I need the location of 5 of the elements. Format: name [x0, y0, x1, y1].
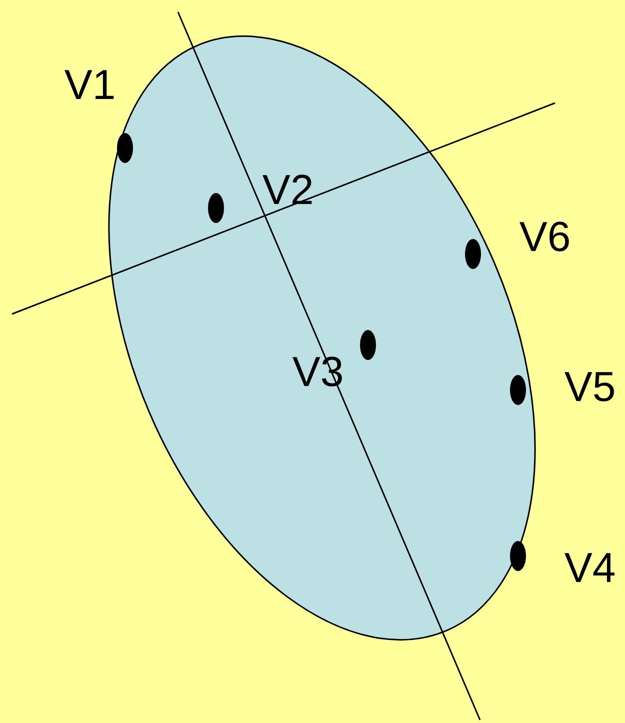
- point-label: V4: [564, 547, 616, 589]
- point-label: V6: [519, 216, 571, 258]
- point-label: V1: [64, 64, 116, 106]
- point-label: V2: [262, 169, 314, 211]
- point-label: V5: [564, 366, 616, 408]
